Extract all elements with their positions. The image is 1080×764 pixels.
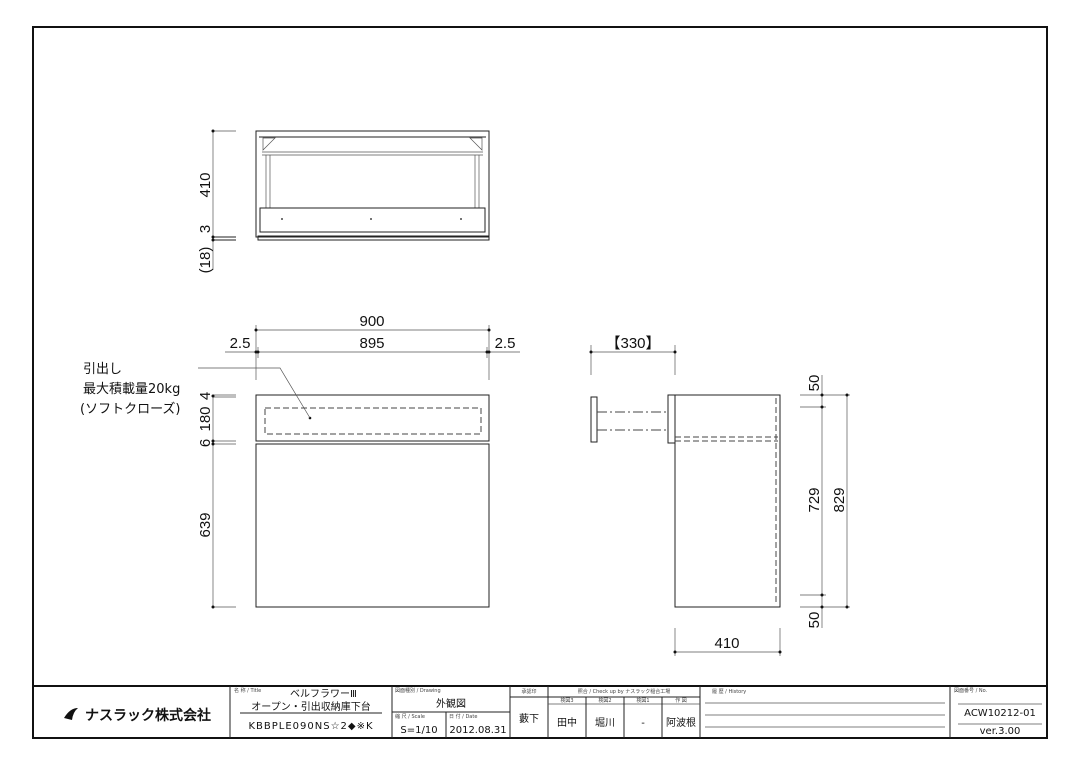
dim-left-margin: 2.5 xyxy=(230,335,251,352)
dim-right-margin: 2.5 xyxy=(495,335,516,352)
dim-inner-height: 729 xyxy=(806,487,823,512)
drawer-note-line3: (ソフトクローズ) xyxy=(80,401,181,417)
check-label: 照合 / Check up by ナスラック稲合工場 xyxy=(578,688,671,695)
check-col-2: 検図2 xyxy=(598,697,611,704)
drawer-note-line2: 最大積載量20kg xyxy=(83,382,180,397)
top-view: 410 3 (18) xyxy=(197,129,490,274)
dim-gap-3: 3 xyxy=(197,225,214,233)
title-block: ナスラック株式会社 名 称 / Title ベルフラワーⅢ オープン・引出収納庫… xyxy=(33,685,1047,738)
drawing-type: 外観図 xyxy=(436,697,466,710)
check-col-3: 検図1 xyxy=(636,697,649,704)
dim-total-height: 829 xyxy=(831,487,848,512)
check-value-4: 阿波根 xyxy=(666,716,696,729)
version: ver.3.00 xyxy=(980,726,1021,737)
dim-top: 4 xyxy=(197,392,214,400)
dim-overall-width: 900 xyxy=(359,313,384,330)
approval-label: 承認印 xyxy=(521,688,536,695)
dim-drawer-pull: 【330】 xyxy=(605,335,660,352)
history-label: 履 歴 / History xyxy=(712,689,746,695)
check-value-2: 堀川 xyxy=(595,717,615,729)
dim-top-offset: 50 xyxy=(806,375,823,392)
drawer-note-line1: 引出し xyxy=(83,362,122,377)
dim-inner-width: 895 xyxy=(359,335,384,352)
date: 2012.08.31 xyxy=(449,725,506,736)
side-view: 【330】 50 729 829 50 410 xyxy=(589,335,850,656)
front-view: 900 895 2.5 2.5 4 180 6 639 引出し 最大積載量20k… xyxy=(80,313,520,609)
dim-bottom-offset: 50 xyxy=(806,612,823,629)
dim-gap: 6 xyxy=(197,439,214,447)
check-col-1: 検図3 xyxy=(560,697,573,704)
product-name: オープン・引出収納庫下台 xyxy=(251,700,370,713)
company-logo: ナスラック株式会社 xyxy=(64,707,211,724)
company-name: ナスラック株式会社 xyxy=(85,707,211,724)
check-value-1: 田中 xyxy=(557,716,577,729)
check-value-3: - xyxy=(641,718,645,729)
title-label: 名 称 / Title xyxy=(234,687,261,694)
sheet-border xyxy=(32,26,1048,739)
date-label: 日 付 / Date xyxy=(449,713,477,720)
scale: S=1/10 xyxy=(400,725,437,736)
dim-depth: 410 xyxy=(714,635,739,652)
approval-stamp: 藪下 xyxy=(519,712,539,725)
scale-label: 縮 尺 / Scale xyxy=(395,713,425,720)
drawing-label: 図面種別 / Drawing xyxy=(395,687,441,694)
check-col-4: 作 図 xyxy=(675,697,687,704)
drawing-number: ACW10212-01 xyxy=(964,708,1036,719)
swan-logo-icon xyxy=(64,708,78,720)
dim-drawer: 180 xyxy=(197,406,214,431)
model-number: KBBPLE090NS☆2◆※K xyxy=(248,721,373,732)
dim-depth-410: 410 xyxy=(197,172,214,197)
dim-base-18: (18) xyxy=(197,247,214,274)
dim-lower: 639 xyxy=(197,512,214,537)
series-name: ベルフラワーⅢ xyxy=(290,688,357,700)
number-label: 図面番号 / No. xyxy=(954,687,988,694)
